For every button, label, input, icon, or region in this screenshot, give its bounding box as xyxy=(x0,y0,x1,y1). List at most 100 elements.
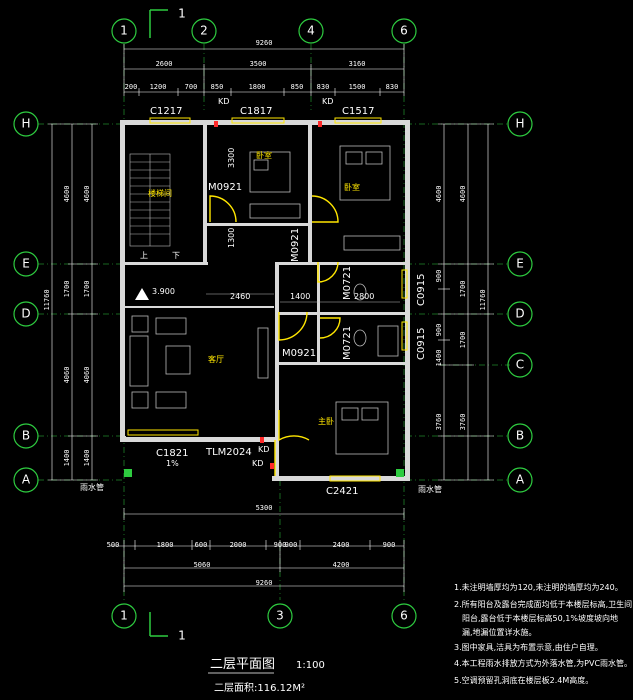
note-line: 1.未注明墙厚均为120,未注明的墙厚均为240。 xyxy=(454,582,623,592)
dims-top xyxy=(123,44,405,96)
downpipe-left-icon xyxy=(124,469,132,477)
kd-marker-2 xyxy=(318,121,322,127)
kd-label-1: KD xyxy=(218,97,229,106)
grid-bubble-right-B: B xyxy=(507,423,533,449)
dim-2460: 2460 xyxy=(230,292,250,301)
note-line: 4.本工程雨水排放方式为外落水管,为PVC雨水管。 xyxy=(454,658,632,668)
room-label-hall: 客厅 xyxy=(208,354,224,364)
window-label-c0915b: C0915 xyxy=(416,328,427,360)
dim-top: 1500 xyxy=(349,83,366,91)
window-label-c1217: C1217 xyxy=(150,106,182,117)
grid-bubble-bottom-3: 3 xyxy=(267,603,293,629)
stair-label: 楼梯间 xyxy=(148,188,172,198)
door-label-m0921b: M0921 xyxy=(290,228,301,262)
bed-master-icon xyxy=(339,145,391,201)
dim-bottom: 900 xyxy=(285,541,298,549)
dim-bottom: 2000 xyxy=(230,541,247,549)
drawing-title: 二层平面图 xyxy=(210,657,275,672)
dim-right: 900 xyxy=(435,270,443,283)
grid-left-label: A xyxy=(22,473,31,487)
dim-top: 1200 xyxy=(150,83,167,91)
grid-bubble-right-C: C xyxy=(507,352,533,378)
dim-right-outer: 1700 xyxy=(459,332,467,349)
grid-bubble-left-H: H xyxy=(13,111,39,137)
grid-bubble-bottom-6: 6 xyxy=(391,603,417,629)
kd-label-4: KD xyxy=(252,459,263,468)
grid-left-label: E xyxy=(22,257,30,271)
grid-right-label: H xyxy=(515,117,524,131)
dim-right-outer: 1700 xyxy=(459,281,467,298)
downpipe-right-icon xyxy=(396,469,404,477)
kd-marker-1 xyxy=(214,121,218,127)
dim-left: 4060 xyxy=(63,367,71,384)
dim-bottom-total: 9260 xyxy=(256,579,273,587)
dim-left: 4600 xyxy=(63,186,71,203)
dim-left: 1400 xyxy=(63,450,71,467)
grid-bubble-right-A: A xyxy=(507,467,533,493)
dim-top-total: 9260 xyxy=(256,39,273,47)
stair-down-label: 下 xyxy=(172,251,180,260)
grid-bottom-label: 3 xyxy=(276,609,284,623)
dim-top: 850 xyxy=(211,83,224,91)
grid-top-label: 2 xyxy=(200,24,208,38)
kd-label-2: KD xyxy=(322,97,333,106)
dim-inner-5300-line xyxy=(123,508,405,520)
kd-marker-4 xyxy=(270,463,274,469)
grid-top-label: 1 xyxy=(120,24,128,38)
room-label-bedroom-south: 主卧 xyxy=(318,416,334,426)
window-label-c1821: C1821 xyxy=(156,448,188,459)
dim-top: 830 xyxy=(317,83,330,91)
dim-inner-5300: 5300 xyxy=(256,504,273,512)
door-label-tlm2024: TLM2024 xyxy=(205,447,252,458)
note-line: 阳台,露台低于本楼层标高50,1%坡度坡向地 xyxy=(462,613,618,623)
grid-left-label: H xyxy=(21,117,30,131)
downpipe-label-left: 雨水管 xyxy=(80,482,104,492)
grid-right-label: E xyxy=(516,257,524,271)
note-line: 5.空调预留孔洞底在楼层板2.4M高度。 xyxy=(454,675,593,685)
dim-right-total: 11760 xyxy=(479,289,487,310)
grid-bubble-top-6: 6 xyxy=(391,18,417,44)
dim-top: 700 xyxy=(185,83,198,91)
grid-bubble-left-D: D xyxy=(13,301,39,327)
door-label-m0721a: M0721 xyxy=(342,266,353,300)
dim-left: 4600 xyxy=(83,186,91,203)
dims-bottom xyxy=(110,540,405,592)
dim-right-outer: 4600 xyxy=(459,186,467,203)
dim-1300: 1300 xyxy=(227,228,236,248)
window-label-c1517: C1517 xyxy=(342,106,374,117)
elevation-label: 3.900 xyxy=(152,287,175,296)
dim-bottom: 500 xyxy=(107,541,120,549)
grid-right-label: D xyxy=(515,307,524,321)
dim-top: 850 xyxy=(291,83,304,91)
window-label-c2421: C2421 xyxy=(326,486,358,497)
dim-3300: 3300 xyxy=(227,148,236,168)
dim-top: 3160 xyxy=(349,60,366,68)
door-label-m0921c: M0921 xyxy=(282,348,316,359)
area-label: 二层面积:116.12M² xyxy=(214,682,305,694)
door-label-m0721b: M0721 xyxy=(342,326,353,360)
grid-bubble-top-2: 2 xyxy=(191,18,217,44)
window-label-c0915a: C0915 xyxy=(416,274,427,306)
toilet-icon xyxy=(353,283,399,357)
dim-bottom: 900 xyxy=(383,541,396,549)
dim-left: 1700 xyxy=(83,281,91,298)
room-label-bedroom-master: 卧室 xyxy=(344,182,360,192)
grid-left-label: D xyxy=(21,307,30,321)
grid-bubble-bottom-1: 1 xyxy=(111,603,137,629)
windows xyxy=(127,117,408,482)
grid-bubble-right-E: E xyxy=(507,251,533,277)
window-label-c1817: C1817 xyxy=(240,106,272,117)
slope-label: 1% xyxy=(166,459,179,468)
dim-top: 3500 xyxy=(250,60,267,68)
grid-bubble-left-E: E xyxy=(13,251,39,277)
section-mark-top-label: 1 xyxy=(178,7,186,21)
dim-left-total: 11760 xyxy=(43,289,51,310)
dim-left: 1700 xyxy=(63,281,71,298)
dim-bottom-sub: 4200 xyxy=(333,561,350,569)
dim-left: 1400 xyxy=(83,450,91,467)
dim-right: 3760 xyxy=(435,414,443,431)
elevation-marker-icon xyxy=(135,288,149,300)
grid-right-label: B xyxy=(516,429,524,443)
dim-bottom-sub: 5060 xyxy=(194,561,211,569)
